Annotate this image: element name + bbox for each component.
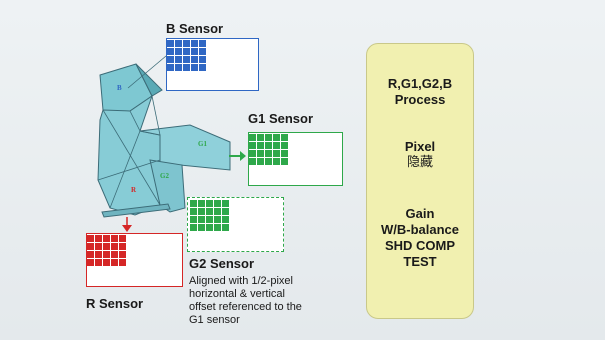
g2-offset-caption: Aligned with 1/2-pixel horizontal & vert… (189, 275, 302, 326)
panel-line: Process (394, 92, 446, 107)
process-panel: R,G1,G2,B Process Pixel 隐藏 Gain W/B-bala… (366, 43, 474, 319)
g1-sensor-pixel-grid (249, 134, 288, 165)
prism-base-plate (101, 203, 171, 218)
panel-group-correction: Gain W/B-balance SHD COMP TEST (367, 206, 473, 270)
panel-line: Pixel (404, 139, 436, 154)
prism-g2-arm (149, 159, 186, 213)
prism-g1-arm (139, 124, 231, 171)
arrow-to-g1 (240, 151, 246, 161)
b-sensor-pixel-grid (167, 40, 206, 71)
panel-line: Gain (405, 206, 435, 221)
panel-line: R,G1,G2,B (387, 76, 453, 91)
panel-line: SHD COMP (384, 238, 456, 253)
r-sensor-pixel-grid (87, 235, 126, 266)
g1-sensor-label: G1 Sensor (248, 111, 314, 126)
panel-group-process: R,G1,G2,B Process (367, 76, 473, 108)
arrow-to-r (122, 225, 132, 232)
panel-line: 隐藏 (406, 155, 433, 170)
prism-b-cap (135, 63, 163, 97)
panel-line: TEST (403, 254, 437, 269)
prism-main-body (97, 94, 161, 216)
prism-label-g2: G2 (160, 172, 169, 180)
panel-line: W/B-balance (380, 222, 459, 237)
prism-label-r: R (131, 186, 137, 194)
g2-sensor-label: G2 Sensor (189, 256, 255, 271)
panel-group-pixel: Pixel 隐藏 (367, 139, 473, 171)
prism-label-b: B (117, 84, 122, 92)
g2-sensor-pixel-grid (190, 200, 229, 231)
b-sensor-label: B Sensor (166, 21, 224, 36)
prism-label-g1: G1 (198, 140, 207, 148)
r-sensor-box (86, 233, 183, 287)
r-sensor-label: R Sensor (86, 296, 144, 311)
